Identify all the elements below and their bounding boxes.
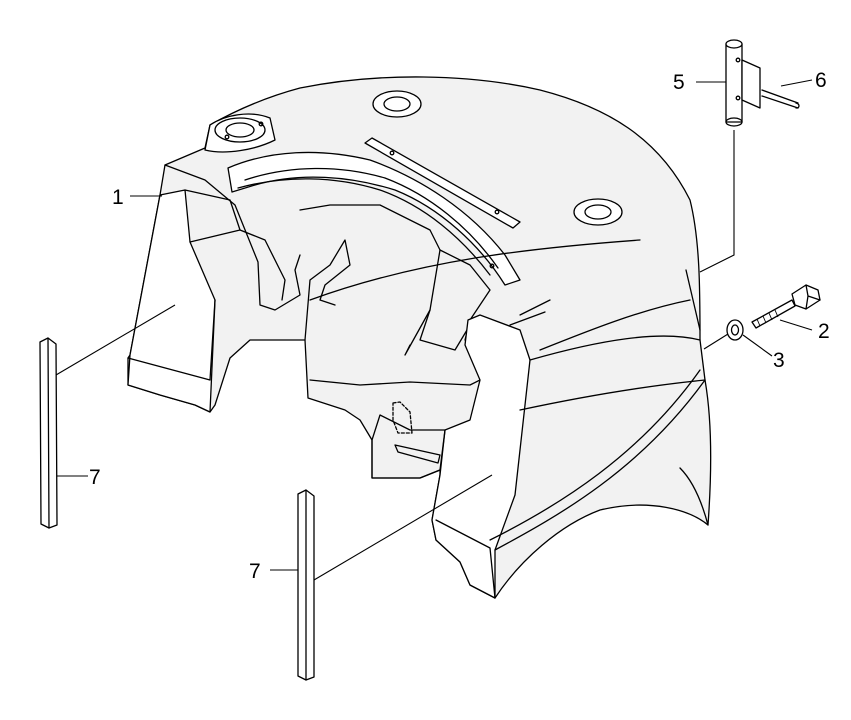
callout-7-bottom: 7 bbox=[249, 560, 261, 583]
engine-cover bbox=[127, 76, 712, 599]
callout-6: 6 bbox=[815, 69, 827, 92]
grommet bbox=[372, 90, 422, 118]
washer bbox=[726, 319, 744, 341]
leader-lines bbox=[55, 79, 813, 581]
callout-5: 5 bbox=[673, 71, 685, 94]
strip-bottom bbox=[297, 489, 315, 681]
callout-7-left: 7 bbox=[89, 466, 101, 489]
callout-2: 2 bbox=[818, 320, 830, 343]
clip bbox=[761, 89, 800, 109]
callout-1: 1 bbox=[112, 186, 124, 209]
bolt bbox=[751, 284, 821, 329]
grommet bbox=[573, 198, 623, 226]
strip-left bbox=[39, 337, 58, 529]
callout-3: 3 bbox=[773, 349, 785, 372]
pin bbox=[725, 39, 761, 127]
